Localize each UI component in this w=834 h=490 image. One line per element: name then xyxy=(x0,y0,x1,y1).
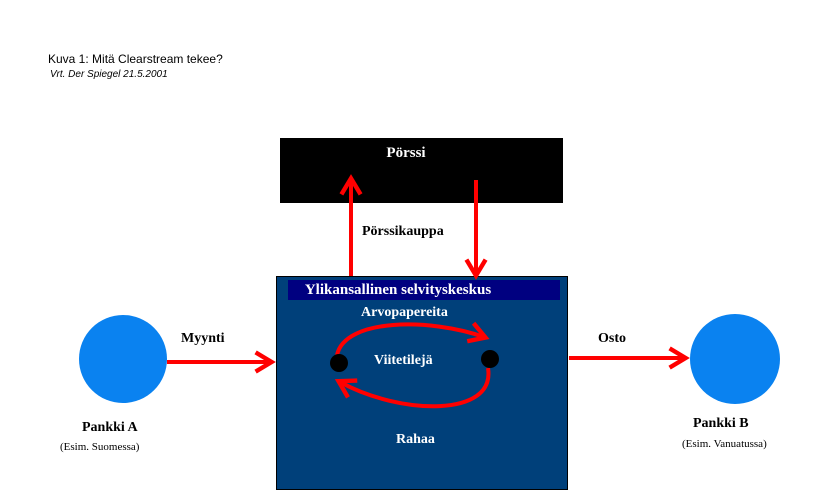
securities-loop-arrow xyxy=(335,321,490,356)
sale-label: Myynti xyxy=(181,331,225,346)
clearing-house-title-bar xyxy=(288,280,560,300)
bank-a-node xyxy=(79,315,167,403)
exchange-trade-label: Pörssikauppa xyxy=(362,224,444,239)
purchase-label: Osto xyxy=(598,331,626,346)
bank-b-name: Pankki B xyxy=(693,416,749,431)
exchange-box xyxy=(280,138,563,203)
bank-b-node xyxy=(690,314,780,404)
clearing-house-title: Ylikansallinen selvityskeskus xyxy=(304,282,492,298)
money-label: Rahaa xyxy=(396,432,435,447)
left-account-dot xyxy=(330,354,348,372)
securities-label: Arvopapereita xyxy=(361,305,448,320)
money-loop-arrow xyxy=(334,367,491,409)
bank-a-location: (Esim. Suomessa) xyxy=(60,441,140,453)
exchange-label: Pörssi xyxy=(386,145,426,161)
bank-a-name: Pankki A xyxy=(82,420,138,435)
right-account-dot xyxy=(481,350,499,368)
figure-caption: Kuva 1: Mitä Clearstream tekee? xyxy=(48,52,223,66)
reference-accounts-label: Viitetilejä xyxy=(374,353,433,368)
clearing-house-box xyxy=(276,276,568,490)
figure-source: Vrt. Der Spiegel 21.5.2001 xyxy=(50,69,168,80)
bank-b-location: (Esim. Vanuatussa) xyxy=(682,438,767,450)
